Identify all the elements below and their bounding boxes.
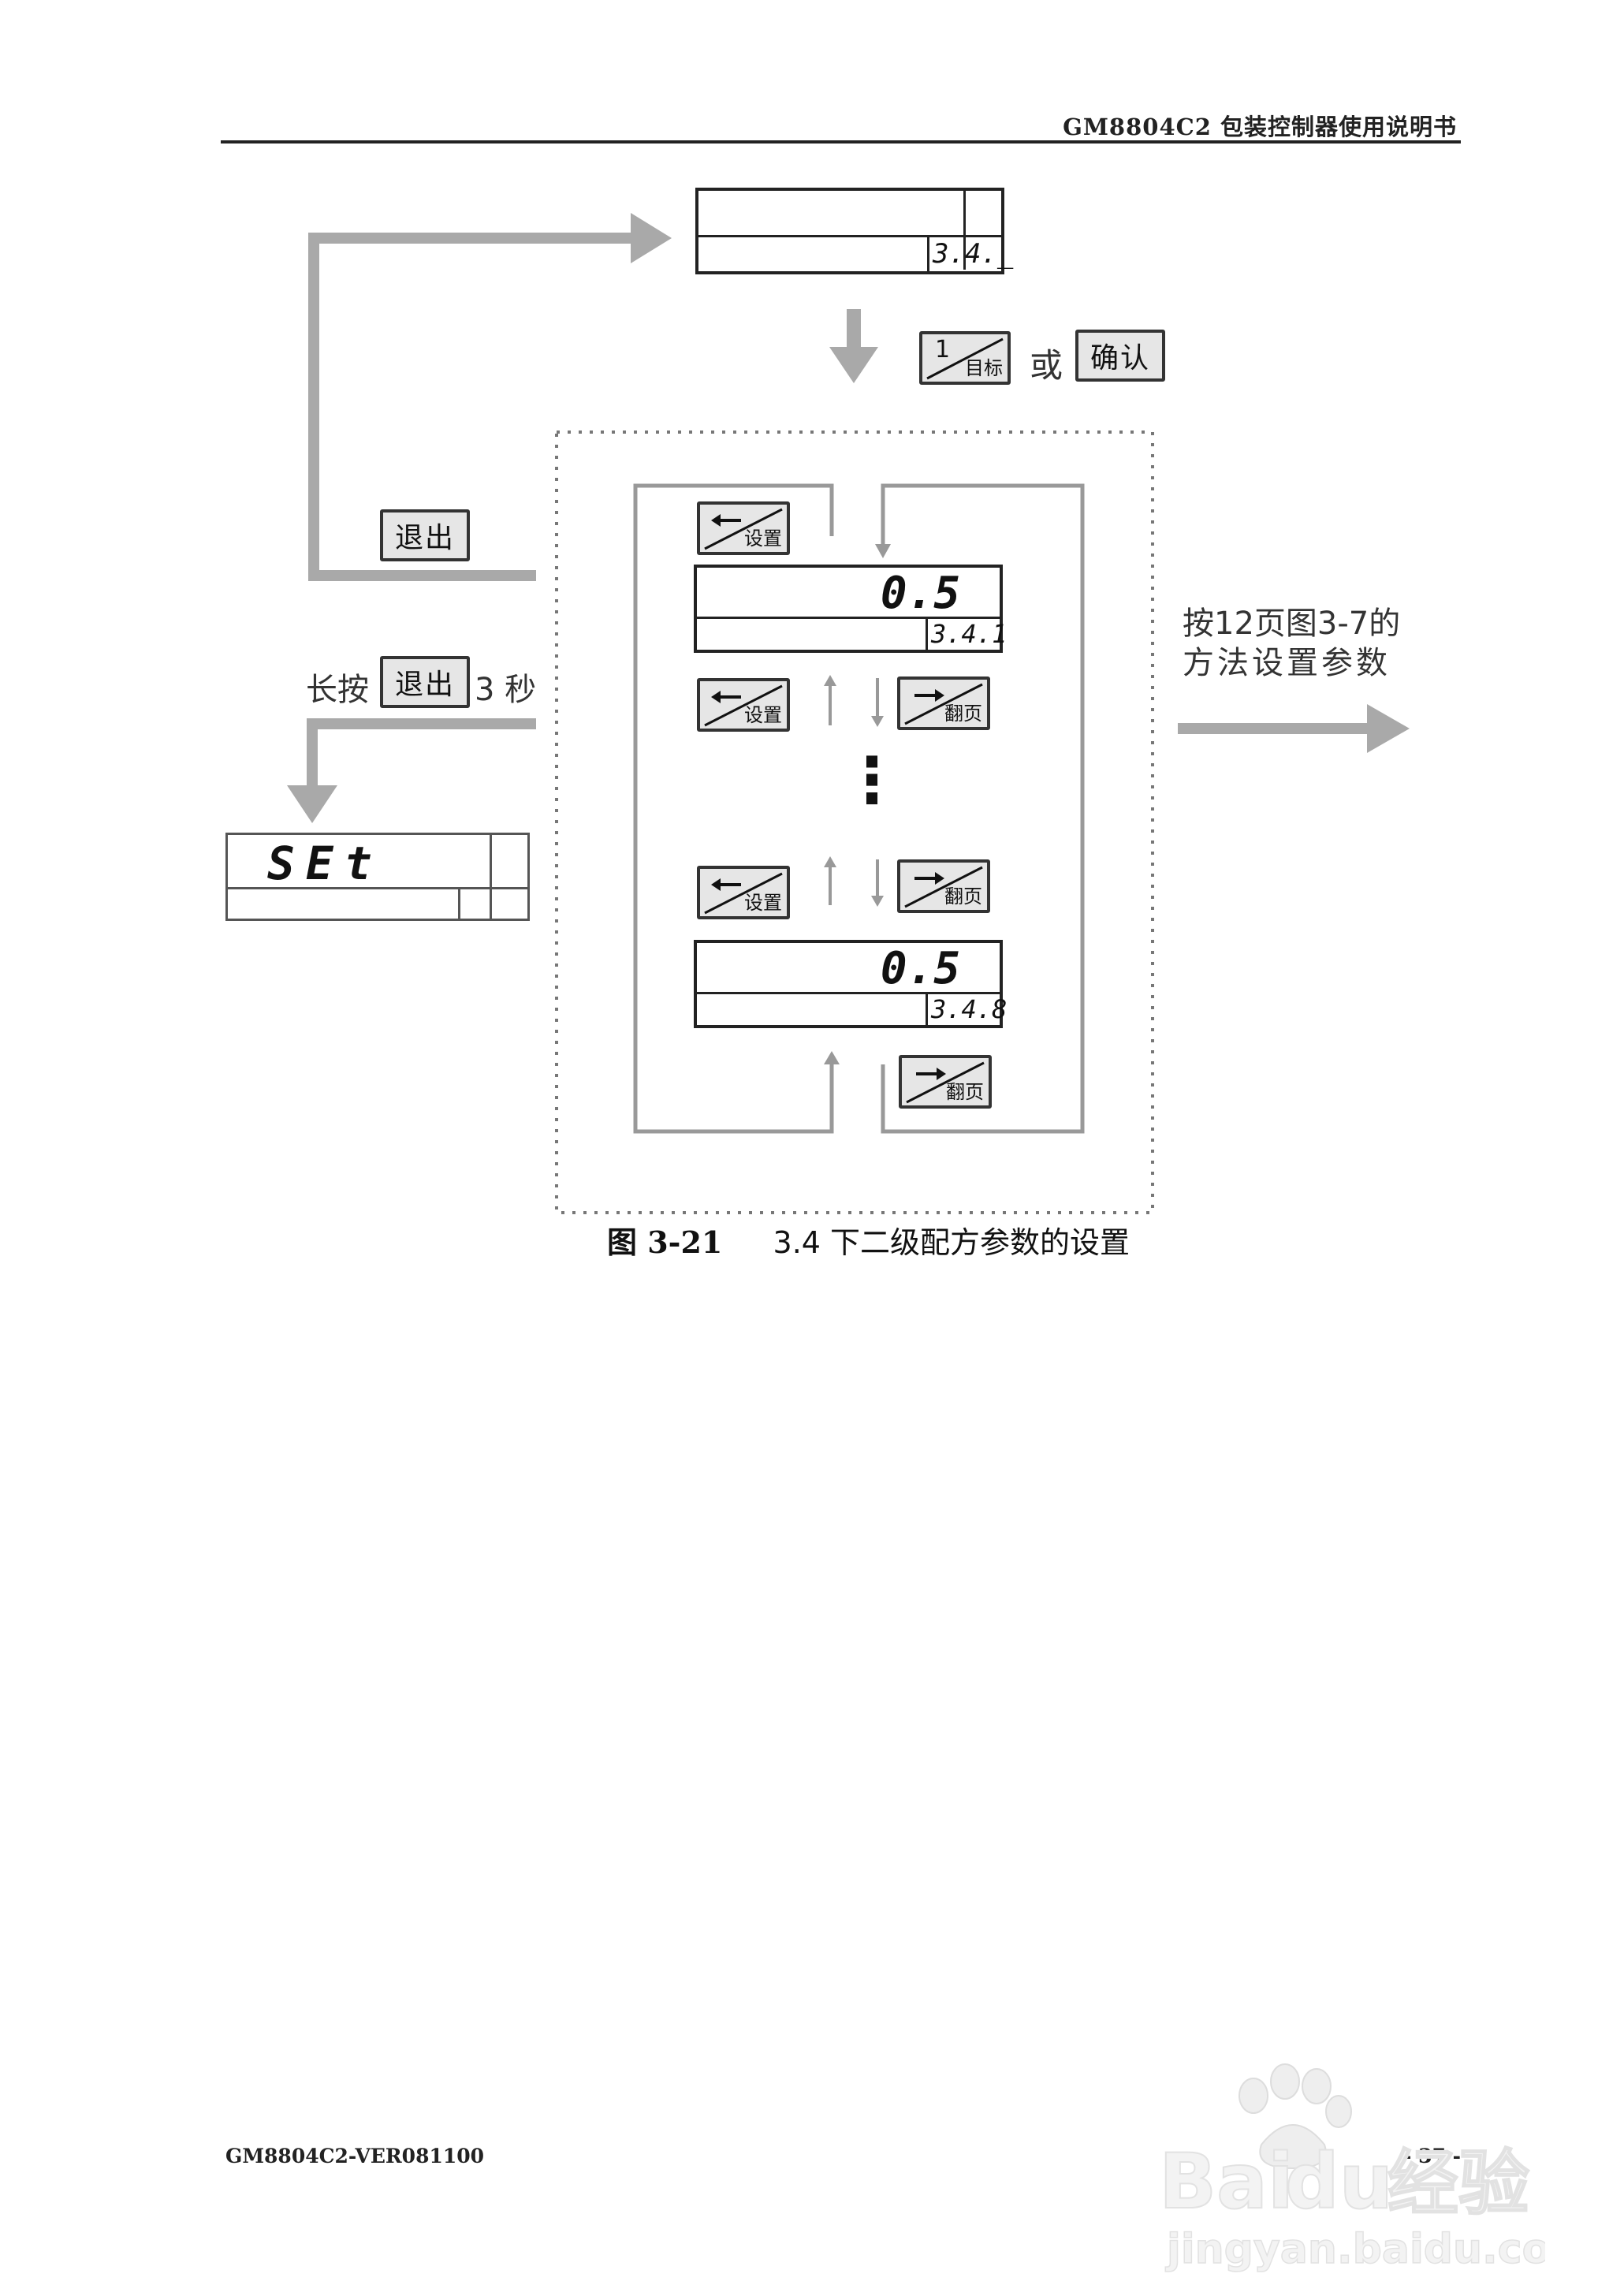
target-key-number: 1 bbox=[935, 336, 951, 363]
set-display-sub-divider bbox=[458, 887, 460, 919]
setting-key-top[interactable]: 设置 bbox=[697, 501, 790, 555]
figure-caption-number: 图 3-21 bbox=[607, 1224, 723, 1260]
method-arrow-head bbox=[1367, 704, 1410, 753]
param-display-last-sub-value: 3.4.8 bbox=[926, 993, 1007, 1025]
baidu-jingyan-watermark: Bai du 经验 jingyan.baidu.com bbox=[1159, 2063, 1545, 2274]
watermark-cn: 经验 bbox=[1387, 2142, 1529, 2225]
setting-key-row2[interactable]: 设置 bbox=[697, 866, 790, 919]
target-key-label: 目标 bbox=[965, 357, 1003, 379]
set-display-divider bbox=[228, 887, 527, 889]
method-label-line1: 按12页图3-7的 bbox=[1183, 606, 1401, 642]
top-display: 3.4._ bbox=[695, 188, 1013, 274]
inner-loop-left-arrowhead bbox=[824, 1051, 840, 1064]
method-arrow-shaft bbox=[1178, 723, 1375, 734]
long-press-prefix: 长按 bbox=[306, 672, 369, 708]
page-key-bottom[interactable]: 翻页 bbox=[899, 1055, 992, 1109]
inner-loop-left bbox=[633, 483, 834, 1134]
inner-loop-right-arrowhead bbox=[875, 544, 891, 558]
figure-caption: 图 3-21 3.4 下二级配方参数的设置 bbox=[607, 1218, 1130, 1262]
setting-key-top-label: 设置 bbox=[744, 527, 782, 550]
small-down-arrowhead-1 bbox=[871, 716, 884, 727]
set-display: SEt bbox=[225, 833, 530, 921]
param-display-last: 0.5 3.4.8 bbox=[694, 940, 1007, 1028]
target-key[interactable]: 1 目标 bbox=[919, 331, 1011, 385]
page-key-row2-label: 翻页 bbox=[944, 885, 982, 908]
param-display-last-main-value: 0.5 bbox=[880, 943, 960, 994]
exit-loop-arrowhead bbox=[631, 213, 672, 263]
down-arrow-shaft bbox=[847, 309, 861, 348]
param-display-first-main-value: 0.5 bbox=[880, 568, 960, 619]
or-label: 或 bbox=[1030, 346, 1063, 385]
long-press-arrowhead bbox=[287, 785, 337, 823]
header-title: GM8804C2 包装控制器使用说明书 bbox=[1063, 114, 1457, 140]
set-display-main-value: SEt bbox=[267, 837, 383, 890]
display-divider bbox=[698, 235, 1001, 237]
setting-key-row1-label: 设置 bbox=[744, 704, 782, 726]
small-up-arrowhead-1 bbox=[824, 675, 836, 686]
long-press-suffix: 3 秒 bbox=[475, 672, 537, 708]
inner-loop-right bbox=[881, 483, 1085, 1134]
page-key-row1-label: 翻页 bbox=[944, 703, 982, 725]
method-label-line2: 方法设置参数 bbox=[1183, 645, 1391, 681]
long-press-exit-key[interactable]: 退出 bbox=[380, 656, 470, 708]
watermark-brand: Bai bbox=[1159, 2138, 1294, 2226]
footer-page-number: - 37 - bbox=[1403, 2145, 1461, 2167]
display-divider-vertical bbox=[963, 191, 966, 270]
param-display-last-divider bbox=[697, 992, 1000, 994]
set-display-divider-vertical bbox=[490, 835, 492, 919]
top-display-sub-value: 3.4._ bbox=[927, 237, 1013, 271]
page-key-bottom-label: 翻页 bbox=[946, 1081, 984, 1103]
setting-key-row1[interactable]: 设置 bbox=[697, 678, 790, 732]
exit-key[interactable]: 退出 bbox=[380, 509, 470, 561]
down-arrow-head bbox=[829, 347, 878, 383]
flow-diagram bbox=[287, 213, 1410, 1214]
exit-loop-line bbox=[308, 233, 631, 581]
param-display-first-divider bbox=[697, 617, 1000, 619]
setting-key-row2-label: 设置 bbox=[744, 892, 782, 914]
footer-version: GM8804C2-VER081100 bbox=[225, 2145, 485, 2167]
confirm-key[interactable]: 确认 bbox=[1075, 330, 1165, 382]
ellipsis: ⋮ bbox=[840, 744, 903, 817]
watermark-url: jingyan.baidu.com bbox=[1165, 2226, 1545, 2273]
page-key-row2[interactable]: 翻页 bbox=[897, 859, 990, 913]
page-key-row1[interactable]: 翻页 bbox=[897, 676, 990, 730]
header-rule bbox=[221, 140, 1461, 144]
watermark-brand-du: du bbox=[1285, 2138, 1393, 2226]
submenu-dotted-frame bbox=[555, 430, 1154, 1214]
long-press-line bbox=[307, 718, 536, 788]
param-display-first-sub-value: 3.4.1 bbox=[926, 618, 1007, 650]
figure-caption-text: 3.4 下二级配方参数的设置 bbox=[773, 1225, 1130, 1260]
small-down-arrowhead-2 bbox=[871, 896, 884, 907]
small-up-arrowhead-2 bbox=[824, 856, 836, 867]
paw-icon bbox=[1238, 2063, 1352, 2170]
param-display-first: 0.5 3.4.1 bbox=[694, 565, 1007, 653]
